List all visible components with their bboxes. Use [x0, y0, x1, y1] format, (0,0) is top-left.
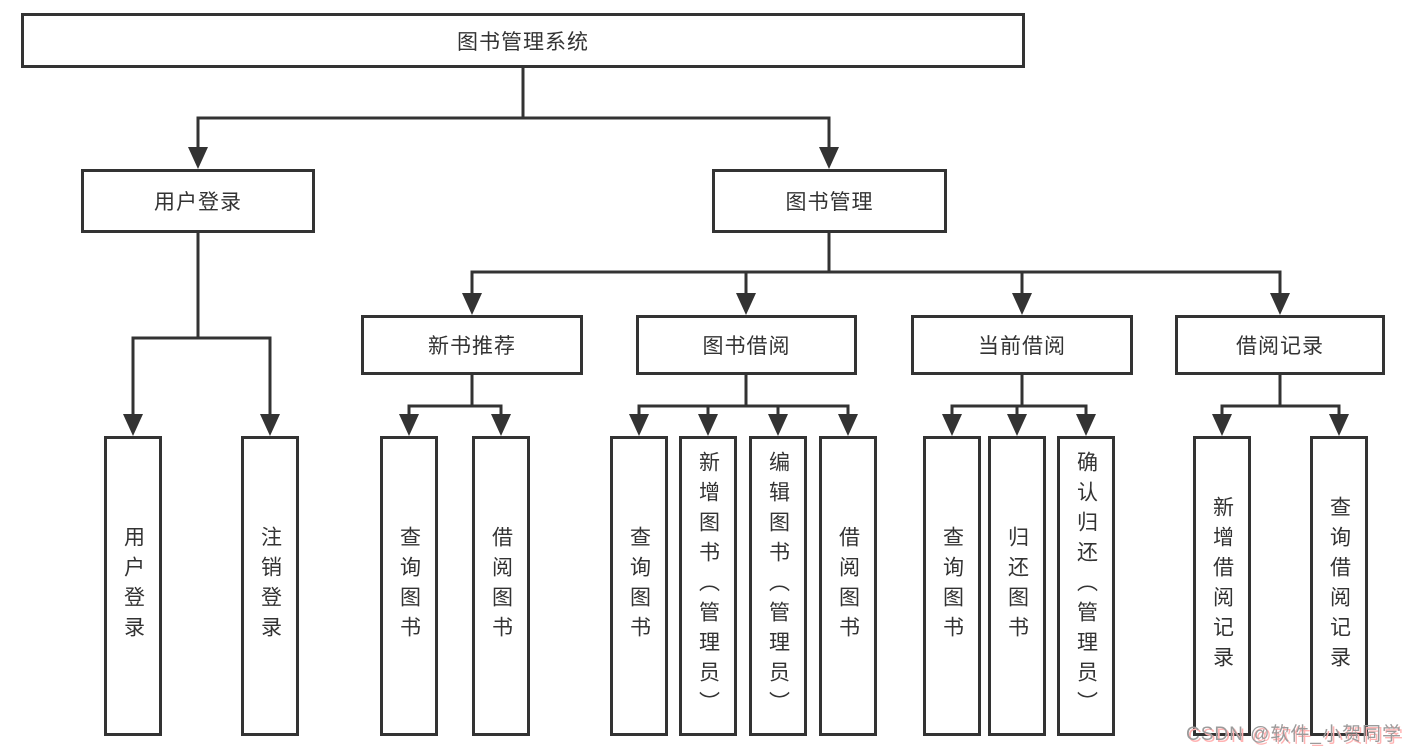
leaf-recommend-borrow-books: 借阅图书 [472, 436, 530, 736]
leaf-current-query-books-label: 查询图书 [940, 526, 964, 646]
leaf-borrowing-edit-books-admin: 编辑图书（管理员） [749, 436, 807, 736]
leaf-current-return-books-label: 归还图书 [1005, 526, 1029, 646]
leaf-recommend-borrow-books-label: 借阅图书 [489, 526, 513, 646]
node-borrowing-records-label: 借阅记录 [1236, 335, 1324, 358]
leaf-recommend-query-books: 查询图书 [380, 436, 438, 736]
connector-records-children [1212, 375, 1349, 436]
leaf-records-add-record-label: 新增借阅记录 [1210, 496, 1234, 676]
node-root-system: 图书管理系统 [21, 13, 1025, 68]
connector-recommend-children [399, 375, 511, 436]
node-new-book-recommend: 新书推荐 [361, 315, 583, 375]
leaf-user-login-label: 用户登录 [121, 526, 145, 646]
connector-book-management-sections [462, 233, 1290, 315]
connector-root-to-level1 [188, 68, 839, 169]
leaf-records-add-record: 新增借阅记录 [1193, 436, 1251, 736]
leaf-borrowing-query-books-label: 查询图书 [627, 526, 651, 646]
connector-borrowing-children [629, 375, 858, 436]
leaf-borrowing-add-books-admin-label: 新增图书（管理员） [696, 451, 720, 721]
leaf-current-confirm-return-admin: 确认归还（管理员） [1057, 436, 1115, 736]
node-book-borrowing: 图书借阅 [636, 315, 857, 375]
node-user-login-label: 用户登录 [154, 191, 242, 214]
leaf-user-login: 用户登录 [104, 436, 162, 736]
leaf-records-query-record: 查询借阅记录 [1310, 436, 1368, 736]
leaf-logout: 注销登录 [241, 436, 299, 736]
node-book-management: 图书管理 [712, 169, 947, 233]
csdn-watermark: CSDN @软件_小贺同学 [1186, 724, 1402, 745]
node-current-borrowing-label: 当前借阅 [978, 335, 1066, 358]
leaf-borrowing-query-books: 查询图书 [610, 436, 668, 736]
node-borrowing-records: 借阅记录 [1175, 315, 1385, 375]
leaf-logout-label: 注销登录 [258, 526, 282, 646]
leaf-borrowing-add-books-admin: 新增图书（管理员） [679, 436, 737, 736]
connector-user-login-children [123, 233, 280, 436]
node-book-management-label: 图书管理 [785, 191, 874, 214]
leaf-borrowing-borrow-books: 借阅图书 [819, 436, 877, 736]
leaf-current-return-books: 归还图书 [988, 436, 1046, 736]
leaf-records-query-record-label: 查询借阅记录 [1327, 496, 1351, 676]
leaf-borrowing-edit-books-admin-label: 编辑图书（管理员） [766, 451, 790, 721]
leaf-current-confirm-return-admin-label: 确认归还（管理员） [1074, 451, 1098, 721]
connector-current-children [942, 375, 1096, 436]
node-current-borrowing: 当前借阅 [911, 315, 1133, 375]
node-user-login: 用户登录 [81, 169, 315, 233]
leaf-borrowing-borrow-books-label: 借阅图书 [836, 526, 860, 646]
leaf-current-query-books: 查询图书 [923, 436, 981, 736]
node-book-borrowing-label: 图书借阅 [702, 335, 791, 358]
node-root-label: 图书管理系统 [457, 30, 589, 54]
node-new-book-recommend-label: 新书推荐 [428, 335, 516, 358]
leaf-recommend-query-books-label: 查询图书 [397, 526, 421, 646]
